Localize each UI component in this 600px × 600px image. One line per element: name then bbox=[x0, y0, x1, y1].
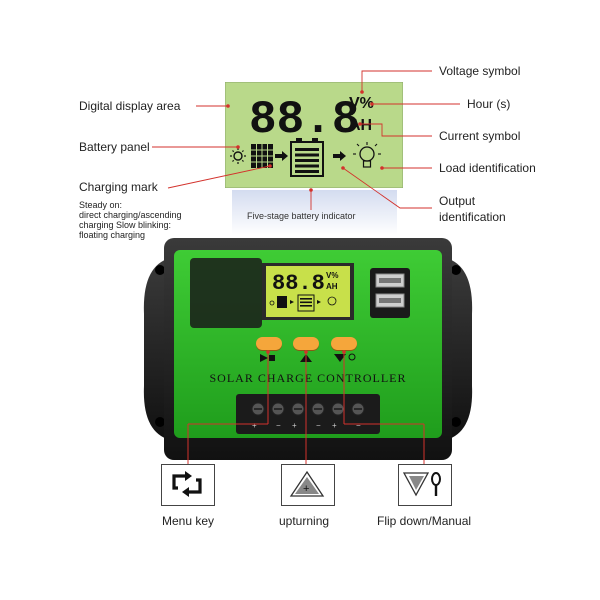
charging-note-line-2: direct charging/ascending bbox=[79, 210, 182, 220]
svg-text:+: + bbox=[332, 421, 337, 430]
callout-voltage-symbol: Voltage symbol bbox=[439, 64, 521, 78]
svg-text:+: + bbox=[292, 421, 297, 430]
up-triangle-icon: + bbox=[289, 470, 325, 497]
callout-hour: Hour (s) bbox=[467, 97, 511, 111]
device-up-button[interactable] bbox=[293, 337, 319, 350]
down-key-box bbox=[398, 464, 452, 506]
svg-text:−: − bbox=[356, 421, 361, 430]
callout-battery-panel: Battery panel bbox=[79, 140, 150, 154]
device-lcd-unit-bottom: AH bbox=[326, 282, 338, 291]
battery-icon bbox=[290, 138, 324, 177]
lcd-zoom-panel: 88.8 V% AH bbox=[225, 82, 403, 188]
callout-lines bbox=[152, 70, 460, 210]
device-lcd-unit-top: V% bbox=[326, 271, 338, 280]
down-manual-icon bbox=[402, 472, 441, 497]
five-stage-battery-label: Five-stage battery indicator bbox=[247, 211, 356, 221]
svg-text:−: − bbox=[276, 421, 281, 430]
terminal-screws: + − + − + − bbox=[251, 402, 365, 430]
charging-note-line-4: floating charging bbox=[79, 230, 146, 240]
svg-text:+: + bbox=[252, 421, 257, 430]
lcd-zoom-glow bbox=[232, 190, 397, 235]
down-symbol-icon bbox=[334, 353, 356, 362]
callout-current-symbol: Current symbol bbox=[439, 129, 521, 143]
up-key-label: upturning bbox=[279, 514, 330, 528]
callout-load-identification: Load identification bbox=[439, 161, 536, 175]
svg-text:+: + bbox=[303, 483, 309, 495]
callout-charging-mark: Charging mark bbox=[79, 180, 158, 194]
charge-arrow-icon bbox=[275, 151, 288, 161]
key-connector-lines bbox=[187, 350, 425, 464]
right-mounting-wing bbox=[446, 258, 473, 440]
menu-key-label: Menu key bbox=[162, 514, 215, 528]
charging-note-line-1: Steady on: bbox=[79, 200, 123, 210]
menu-key-box bbox=[161, 464, 215, 506]
menu-symbol-icon bbox=[260, 354, 275, 362]
charging-note-line-3: charging Slow blinking: bbox=[79, 220, 172, 230]
callout-digital-display: Digital display area bbox=[79, 99, 181, 113]
left-mounting-wing bbox=[143, 258, 170, 440]
solar-panel-icon bbox=[251, 144, 273, 168]
lcd-zoom-digits: 88.8 bbox=[249, 94, 359, 146]
device-down-button[interactable] bbox=[331, 337, 357, 350]
device-lcd-digits: 88.8 bbox=[272, 271, 325, 296]
bulb-icon bbox=[353, 142, 381, 168]
lcd-zoom-unit-top: V% bbox=[349, 95, 374, 112]
device-lcd: 88.8 V% AH bbox=[262, 263, 354, 320]
device-label: SOLAR CHARGE CONTROLLER bbox=[209, 371, 407, 385]
svg-text:−: − bbox=[316, 421, 321, 430]
callout-output-identification-1: Output bbox=[439, 194, 476, 208]
menu-loop-icon bbox=[172, 471, 202, 497]
output-arrow-icon bbox=[333, 151, 346, 161]
callout-output-identification-2: identification bbox=[439, 210, 506, 224]
down-key-label: Flip down/Manual bbox=[377, 514, 472, 528]
device-menu-button[interactable] bbox=[256, 337, 282, 350]
usb-ports bbox=[370, 268, 410, 318]
